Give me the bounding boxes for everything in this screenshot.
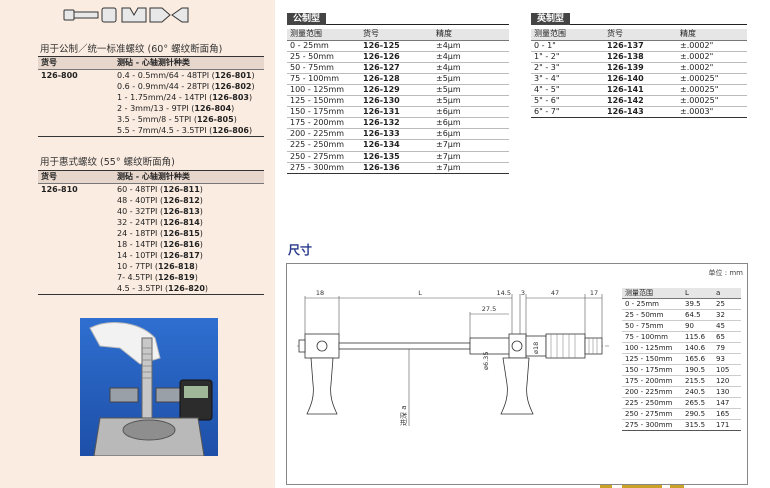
inch-type-table: 测量范围 货号 精度 0 - 1"126-137±.0002" 1" - 2"1… (531, 29, 747, 119)
table-row: 2" - 3"126-139±.0002" (531, 62, 747, 74)
metric-thread-title: 用于公制／统一标准螺纹 (60° 螺纹断面角) (40, 44, 223, 55)
metric-thread-table: 货号 测砧 - 心轴测针种类 126-800 0.4 - 0.5mm/64 - … (38, 56, 264, 137)
list-item: 3.5 - 5mm/8 - 5TPI (126-805) (117, 115, 237, 124)
list-item: 18 - 14TPI (126-816) (117, 240, 203, 249)
whitworth-thread-title: 用于惠式螺纹 (55° 螺纹断面角) (40, 157, 175, 168)
table-row: 3" - 4"126-140±.00025" (531, 73, 747, 85)
anvil-tips-icon (63, 7, 189, 23)
dim-17-label: 17 (590, 289, 598, 297)
list-item: 7- 4.5TPI (126-819) (117, 273, 198, 282)
list-item: 60 - 48TPI (126-811) (117, 185, 203, 194)
list-item: 32 - 24TPI (126-814) (117, 218, 203, 227)
dim-phi-6-35-label: ø6.35 (482, 352, 490, 370)
micrometer-drawing: 18 L 27.5 14.5 3 47 17 ø6.35 ø18 进深 a (297, 289, 609, 426)
list-item: 1 - 1.75mm/24 - 14TPI (126-803) (117, 93, 253, 102)
inch-type-tag: 英制型 (531, 13, 571, 25)
inch-type-bar: 英制型 (531, 13, 747, 25)
left-panel: 用于公制／统一标准螺纹 (60° 螺纹断面角) 货号 测砧 - 心轴测针种类 1… (0, 0, 275, 488)
col-header: 测量范围 (622, 288, 682, 299)
table-row: 4" - 5"126-141±.00025" (531, 84, 747, 97)
dim-phi-18-label: ø18 (532, 342, 540, 354)
col-header: 测量范围 (531, 29, 604, 41)
dim-18-label: 18 (316, 289, 324, 297)
dim-47-label: 47 (551, 289, 559, 297)
col-header: 测量范围 (287, 29, 360, 41)
col-header: 精度 (433, 29, 509, 41)
col-header: 精度 (677, 29, 747, 41)
whitworth-thread-table: 货号 测砧 - 心轴测针种类 126-810 60 - 48TPI (126-8… (38, 170, 264, 295)
col-header: 货号 (360, 29, 433, 41)
list-item: 0.4 - 0.5mm/64 - 48TPI (126-801) (117, 71, 255, 80)
dimension-diagram-box: 单位 : mm (286, 263, 748, 485)
dim-27-5-label: 27.5 (482, 305, 496, 313)
dim-depth-a-label: 进深 a (399, 405, 408, 426)
list-item: 48 - 40TPI (126-812) (117, 196, 203, 205)
dim-L-label: L (418, 289, 422, 297)
col-header: 测砧 - 心轴测针种类 (114, 170, 264, 184)
col-header: a (713, 288, 741, 299)
col-header: L (682, 288, 713, 299)
list-item: 4.5 - 3.5TPI (126-820) (114, 283, 264, 295)
table-row: 6" - 7"126-143±.0003" (531, 106, 747, 119)
list-item: 10 - 7TPI (126-818) (117, 262, 198, 271)
list-item: 2 - 3mm/13 - 9TPI (126-804) (117, 104, 235, 113)
thread-measurement-photo (80, 318, 218, 456)
footer-decoration (600, 485, 684, 488)
set-code: 126-810 (41, 185, 78, 194)
set-code: 126-800 (41, 71, 78, 80)
col-header: 货号 (38, 56, 114, 70)
table-row: 5" - 6"126-142±.00025" (531, 95, 747, 108)
dim-3-label: 3 (521, 289, 525, 297)
table-row: 1" - 2"126-138±.0002" (531, 51, 747, 63)
metric-type-tag: 公制型 (287, 13, 327, 25)
table-row: 0 - 1"126-137±.0002" (531, 40, 747, 52)
dim-14-5-label: 14.5 (497, 289, 511, 297)
col-header: 货号 (38, 170, 114, 184)
list-item: 5.5 - 7mm/4.5 - 3.5TPI (126-806) (114, 125, 264, 137)
unit-label: 单位 : mm (708, 269, 743, 277)
list-item: 40 - 32TPI (126-813) (117, 207, 203, 216)
list-item: 24 - 18TPI (126-815) (117, 229, 203, 238)
list-item: 0.6 - 0.9mm/44 - 28TPI (126-802) (117, 82, 255, 91)
dimensions-title: 尺寸 (288, 243, 313, 257)
metric-type-bar: 公制型 (287, 13, 509, 25)
col-header: 测砧 - 心轴测针种类 (114, 56, 264, 70)
list-item: 14 - 10TPI (126-817) (117, 251, 203, 260)
col-header: 货号 (604, 29, 677, 41)
